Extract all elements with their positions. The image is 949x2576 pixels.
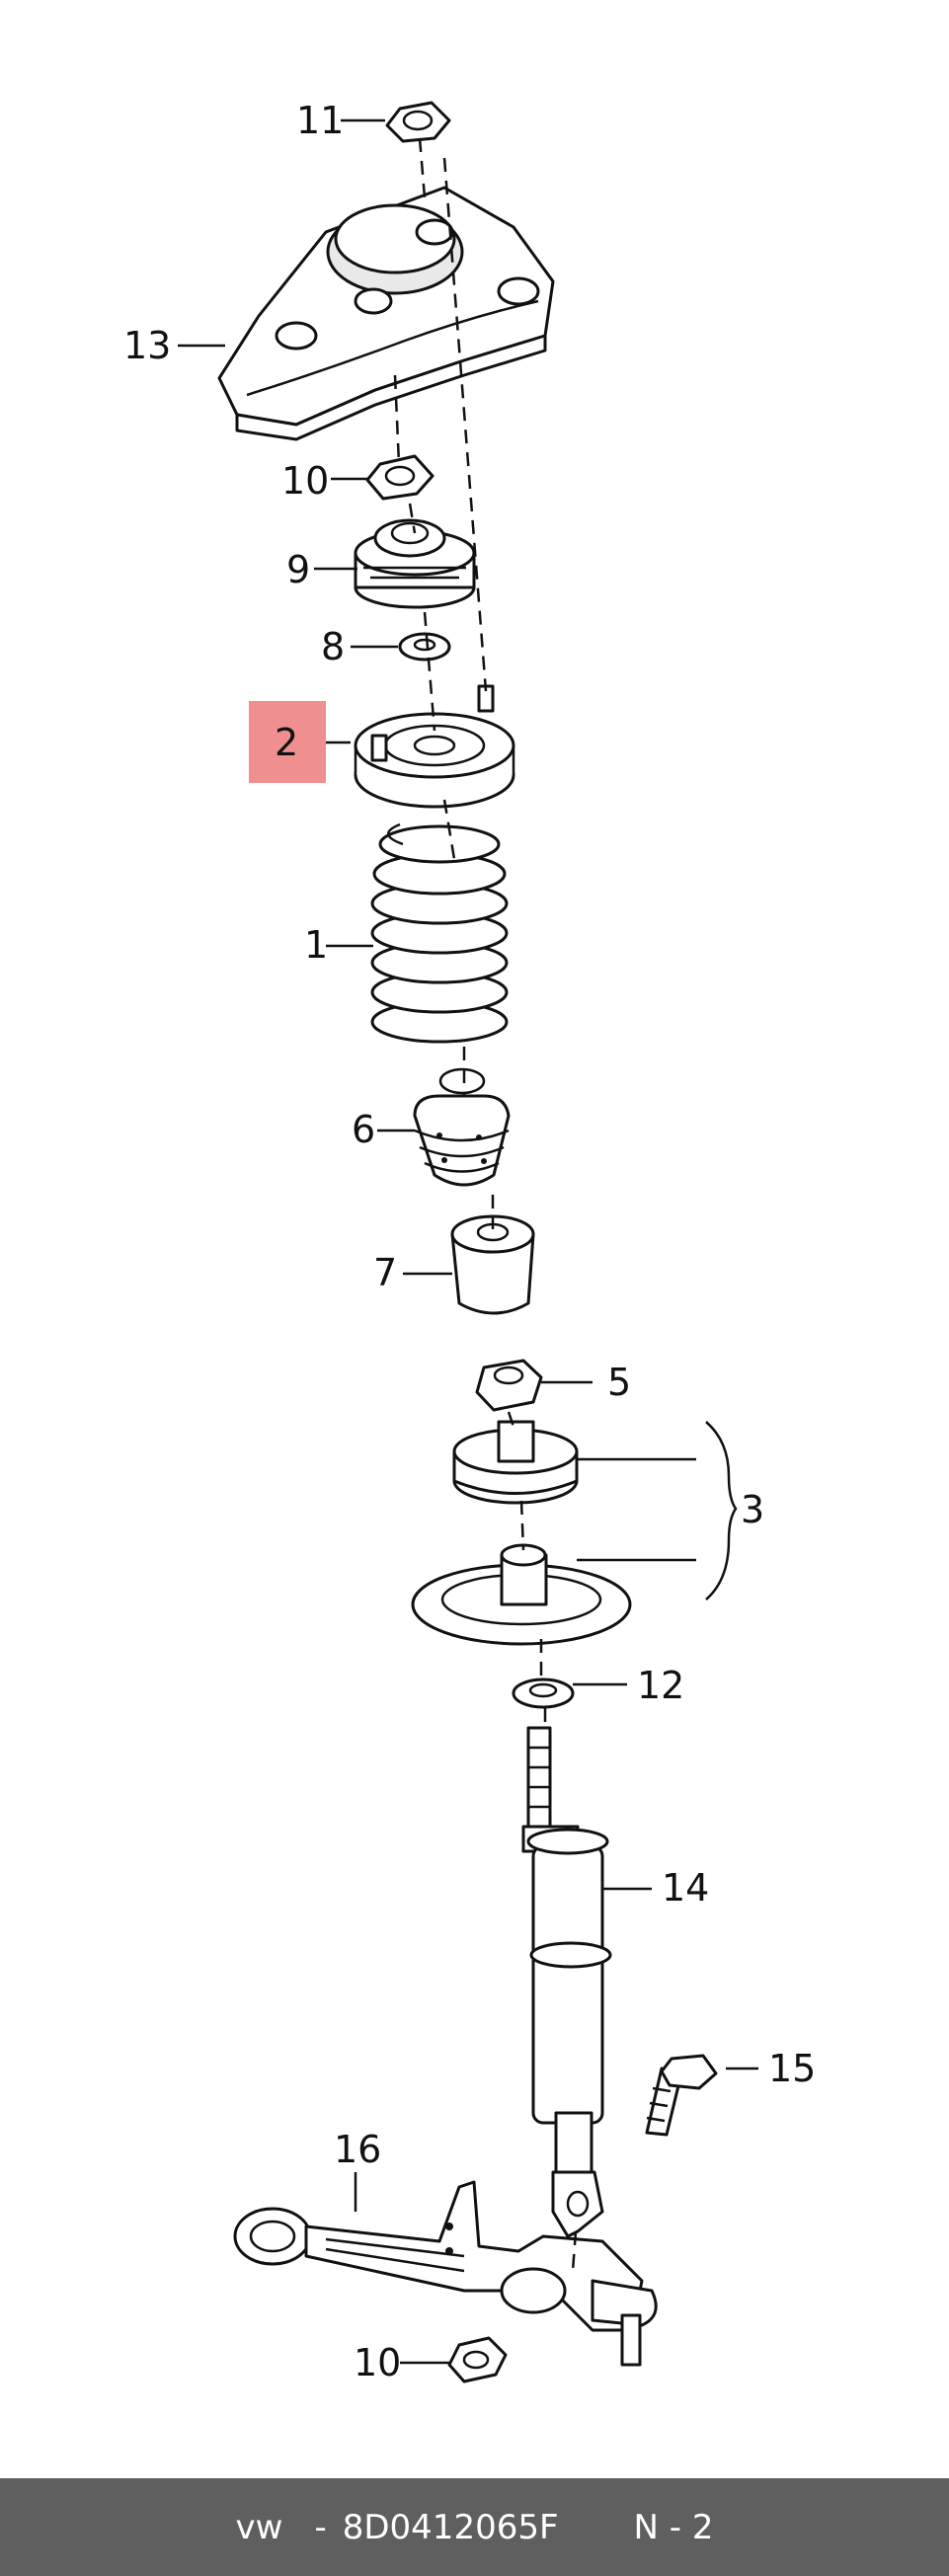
- footer-bar: vw - 8D0412065F N - 2: [0, 2478, 949, 2576]
- label-part-14[interactable]: 14: [662, 1866, 709, 1910]
- nut-5-part: [475, 1359, 543, 1412]
- label-part-15[interactable]: 15: [768, 2047, 816, 2090]
- spring-plate-2-part: [354, 684, 515, 809]
- label-part-9[interactable]: 9: [286, 548, 310, 591]
- label-part-10[interactable]: 10: [281, 459, 329, 503]
- label-part-16[interactable]: 16: [334, 2128, 381, 2171]
- label-part-3[interactable]: 3: [741, 1488, 764, 1531]
- shock-absorber-14-part: [521, 1726, 612, 2238]
- highlight-box: [249, 701, 326, 783]
- wishbone-16-part: [233, 2180, 658, 2367]
- label-part-6[interactable]: 6: [352, 1108, 375, 1151]
- label-part-5[interactable]: 5: [607, 1361, 631, 1404]
- footer-page: N - 2: [633, 2507, 714, 2547]
- axis-line: [393, 137, 578, 2272]
- label-part-1[interactable]: 1: [304, 923, 328, 967]
- bolt-15-part: [645, 2054, 718, 2137]
- stop-buffer-6-part: [413, 1067, 511, 1187]
- washer-8-part: [398, 632, 451, 662]
- footer-part-number: 8D0412065F: [342, 2507, 559, 2547]
- spring-seat-3-upper-part: [452, 1420, 579, 1505]
- label-part-2[interactable]: 2: [275, 721, 298, 764]
- label-part-7[interactable]: 7: [373, 1251, 397, 1294]
- bearing-9-part: [354, 518, 476, 609]
- label-part-11[interactable]: 11: [296, 99, 344, 142]
- label-part-8[interactable]: 8: [321, 625, 345, 668]
- label-part-12[interactable]: 12: [637, 1664, 684, 1707]
- label-part-13[interactable]: 13: [123, 324, 171, 367]
- sleeve-7-part: [450, 1214, 535, 1315]
- spring-seat-3-lower-part: [411, 1543, 632, 1646]
- bushing-12-part: [512, 1678, 575, 1709]
- nut-10-lower-part: [447, 2336, 508, 2383]
- footer-separator: -: [314, 2507, 327, 2547]
- nut-10-part: [365, 454, 435, 501]
- coil-spring-1-part: [370, 822, 509, 1044]
- top-mount-part: [217, 186, 555, 441]
- nut-11-part: [385, 101, 451, 143]
- exploded-suspension-diagram: 11 13 10 9 8 2 1 6 7 5 3 12 14 15 16 10: [123, 99, 816, 2384]
- leader-lines: [178, 118, 758, 2365]
- footer-brand: vw: [235, 2507, 283, 2547]
- label-part-10-lower[interactable]: 10: [354, 2341, 401, 2384]
